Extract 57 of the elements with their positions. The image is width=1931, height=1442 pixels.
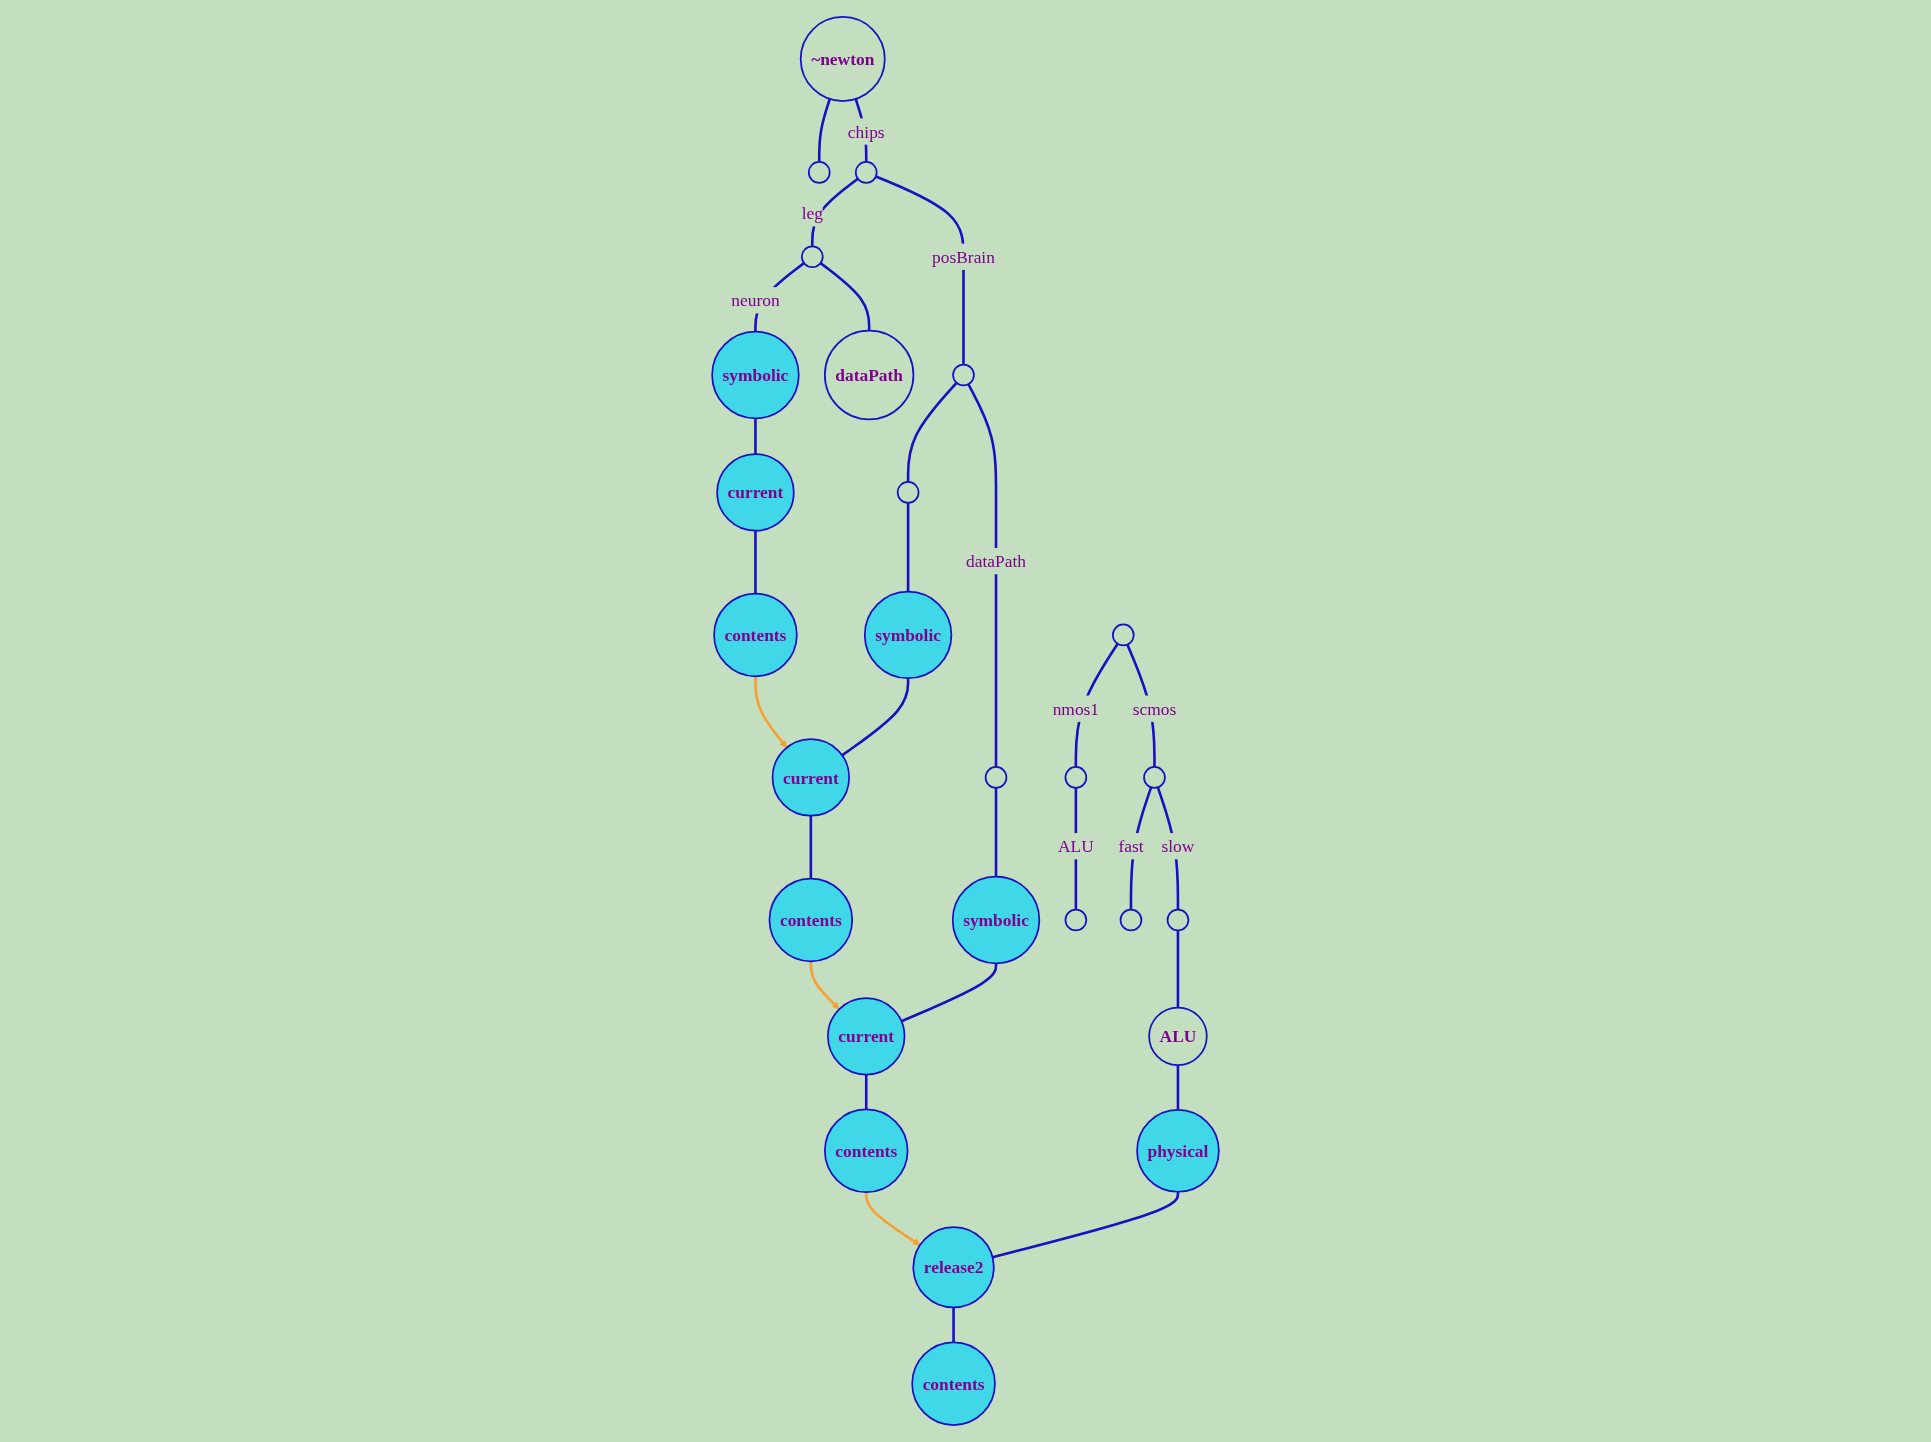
connector [817,98,832,162]
connector [1176,930,1180,1008]
connector [875,175,965,365]
connector [900,963,998,1023]
edge-label: fast [1118,836,1144,856]
node-circle: ~newton [799,16,886,102]
node-circle [807,161,831,184]
node-circle [1064,766,1088,789]
connector [992,1191,1180,1259]
node-circle: dataPath [824,329,915,421]
node-circle: symbolic [711,330,800,420]
node-circle [1112,623,1135,647]
node-circle: contents [824,1108,909,1194]
node-circle [1143,766,1166,789]
connector [864,1074,868,1110]
connector [906,502,910,592]
connector [754,530,757,594]
node-circle [984,766,1008,789]
edge-label: chips [847,121,885,142]
node-circle: contents [911,1341,996,1426]
edge-label: nmos1 [1052,699,1100,719]
edge-label: neuron [731,290,780,310]
node-circle: contents [713,592,798,678]
node-circle: physical [1136,1109,1220,1193]
node-circle: symbolic [951,875,1041,965]
node-circle: current [771,738,850,817]
connector [754,418,757,455]
edge-label: posBrain [932,247,995,267]
node-circle: symbolic [863,590,953,680]
connector [819,262,871,331]
connector [967,383,998,767]
node-circle [952,363,975,387]
edge-label: leg [801,203,823,223]
node-circle [1166,908,1190,932]
connector [809,815,813,879]
connector [1176,1065,1180,1110]
node-circle: ALU [1148,1006,1208,1067]
node-circle [1119,908,1143,932]
node-circle: current [827,997,906,1076]
node-circle [801,245,824,269]
connector [994,787,998,877]
node-circle: contents [768,877,854,963]
arrow [864,1192,921,1246]
node-circle [896,481,920,504]
connector [841,678,910,757]
arrow [754,676,788,748]
arrow [809,961,840,1010]
node-circle: release2 [912,1226,995,1309]
edge-label: slow [1161,836,1195,856]
node-circle [1064,908,1088,932]
node-circle [854,161,878,184]
edge-label: scmos [1132,699,1177,719]
node-circle: current [716,453,795,532]
connector [906,381,958,482]
edge-label: ALU [1057,836,1094,856]
edge-label: dataPath [966,551,1026,571]
connector [952,1307,955,1343]
